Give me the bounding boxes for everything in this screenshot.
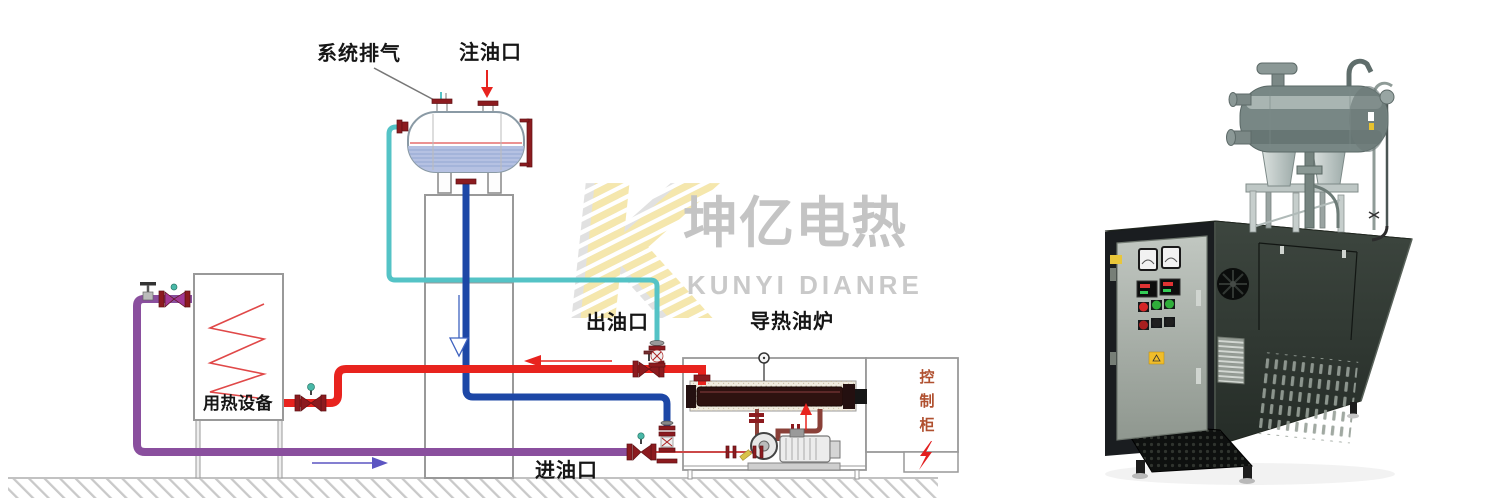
warning-sticker (1148, 351, 1165, 365)
control-panel (1110, 235, 1208, 441)
arrow-left-icon (524, 355, 612, 367)
expansion-tank (396, 92, 533, 194)
flange (693, 374, 711, 382)
circulation-pump (747, 409, 841, 471)
heater-body (686, 352, 867, 412)
vent-pipe (386, 124, 660, 346)
svg-text:K: K (559, 146, 731, 361)
ground (8, 477, 938, 498)
temperature-controller (1136, 278, 1181, 298)
valve (648, 340, 666, 368)
fan-icon (1216, 267, 1250, 301)
arrow-down-icon (448, 295, 470, 358)
control-cabinet-box (865, 357, 959, 473)
watermark-brand-en: KUNYI DIANRE (687, 270, 923, 300)
lightning-bolt-icon (919, 441, 932, 470)
fill-nozzle-flange (477, 100, 499, 106)
hot-oil-supply-pipe (284, 365, 706, 407)
fill-port-arrow-icon (481, 70, 493, 98)
label-furnace-title: 导热油炉 (750, 311, 834, 333)
flange-pair (725, 445, 764, 461)
valve (632, 350, 665, 378)
tank-liquid (408, 146, 524, 172)
label-oil-fill-port: 注油口 (459, 42, 522, 64)
arrow-right-icon (312, 457, 388, 469)
valve (140, 282, 156, 301)
photo-expansion-tank (1226, 58, 1395, 153)
label-control-cabinet-char-3: 柜 (919, 417, 935, 434)
label-oil-outlet: 出油口 (586, 312, 649, 334)
valve (656, 420, 678, 464)
leveling-feet (1132, 402, 1359, 484)
label-control-cabinet-char-2: 制 (919, 393, 935, 410)
tank-outlet-pipe (462, 184, 671, 426)
product-photo (1104, 58, 1413, 485)
heat-equipment-box (193, 273, 284, 479)
level-gauge (526, 118, 533, 168)
analog-meter (1138, 246, 1181, 271)
watermark-logo-k: K K (550, 146, 731, 361)
vent-pointer-line (373, 67, 437, 102)
label-heat-equipment: 用热设备 (203, 394, 273, 413)
valves (140, 282, 764, 464)
arrow-up-icon (800, 403, 812, 430)
vent-nozzle-flange (431, 98, 453, 104)
label-system-vent: 系统排气 (317, 43, 401, 65)
valve (626, 432, 657, 461)
valve (294, 383, 327, 412)
label-oil-inlet: 进油口 (535, 460, 598, 482)
furnace-frame (682, 357, 867, 480)
push-buttons (1138, 299, 1175, 330)
label-control-cabinet-char-1: 控 (919, 369, 935, 386)
watermark-brand-cn: 坤亿电热 (683, 192, 908, 254)
valve (158, 283, 191, 308)
return-pipe (133, 295, 632, 456)
heating-coil (207, 303, 268, 399)
svg-text:K: K (550, 146, 722, 361)
